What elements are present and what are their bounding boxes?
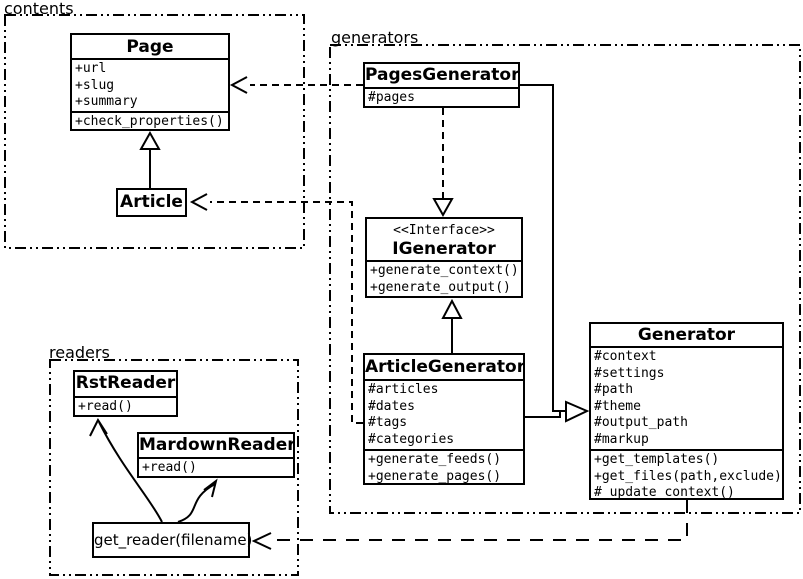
- dependency-articlegenerator-article-line: [210, 201, 363, 424]
- class-box-articlegenerator: ArticleGenerator #articles#dates#tags#ca…: [363, 353, 525, 485]
- arrow-getreader-mardownreader-line: [177, 483, 216, 523]
- class-box-igenerator: <<Interface>> IGenerator +generate_conte…: [365, 217, 523, 298]
- class-title-pagesgenerator: PagesGenerator: [365, 65, 518, 85]
- class-attributes-pagesgenerator: #pages: [365, 86, 518, 106]
- class-title-mardownreader: MardownReader: [139, 435, 293, 455]
- class-box-pagesgenerator: PagesGenerator #pages: [363, 62, 520, 108]
- class-title-igenerator: <<Interface>> IGenerator: [367, 219, 521, 260]
- package-label-readers: readers: [49, 343, 110, 362]
- class-attributes-page: +url+slug+summary: [72, 58, 228, 111]
- member-line: #_update_context(): [594, 485, 735, 498]
- class-methods-generator: +get_templates()+get_files(path,exclude)…: [591, 449, 782, 498]
- member-line: +url: [75, 61, 107, 77]
- class-box-mardownreader: MardownReader +read(): [137, 432, 295, 478]
- class-methods-igenerator: +generate_context()+generate_output(): [367, 260, 521, 296]
- class-name-igenerator: IGenerator: [392, 239, 496, 259]
- class-title-articlegenerator: ArticleGenerator: [365, 357, 523, 377]
- member-line: #tags: [368, 415, 408, 431]
- member-line: #settings: [594, 365, 665, 381]
- member-line: +read(): [142, 460, 197, 476]
- member-line: #markup: [594, 431, 649, 447]
- generalization-pagesgenerator-generator-line: [520, 84, 566, 412]
- member-line: +slug: [75, 77, 115, 93]
- member-line: #path: [594, 382, 634, 398]
- class-box-page: Page +url+slug+summary +check_properties…: [70, 33, 230, 131]
- package-label-generators: generators: [331, 28, 419, 47]
- member-line: #theme: [594, 398, 641, 414]
- class-title-article: Article: [120, 192, 183, 212]
- member-line: +get_templates(): [594, 452, 720, 468]
- class-attributes-generator: #context#settings#path#theme#output_path…: [591, 346, 782, 449]
- class-title-generator: Generator: [637, 325, 736, 345]
- class-box-generator: Generator #context#settings#path#theme#o…: [589, 322, 784, 500]
- member-line: #categories: [368, 431, 455, 447]
- dependency-articlegenerator-article-arrow-icon: [189, 193, 208, 211]
- member-line: +read(): [78, 398, 133, 414]
- member-line: +generate_pages(): [368, 468, 502, 483]
- member-line: #context: [594, 349, 657, 365]
- dependency-pagesgenerator-page-arrow-icon: [229, 76, 248, 94]
- member-line: +get_files(path,exclude): [594, 468, 782, 484]
- member-line: #pages: [368, 89, 415, 105]
- function-box-get-reader: get_reader(filename): [92, 522, 252, 558]
- member-line: #output_path: [594, 415, 688, 431]
- class-methods-rstreader: +read(): [75, 395, 176, 415]
- member-line: +check_properties(): [75, 114, 224, 129]
- class-box-rstreader: RstReader +read(): [73, 370, 178, 417]
- member-line: +generate_output(): [370, 279, 511, 295]
- class-box-article: Article: [116, 188, 187, 217]
- class-title-page: Page: [126, 37, 174, 57]
- class-title-rstreader: RstReader: [75, 373, 176, 393]
- arrow-getreader-rstreader-arrow-icon: [89, 417, 108, 437]
- generalization-articlegenerator-igenerator-triangle-icon: [441, 298, 463, 319]
- class-methods-articlegenerator: +generate_feeds()+generate_pages(): [365, 449, 523, 483]
- generalization-generator-triangle-icon: [565, 400, 590, 423]
- class-attributes-articlegenerator: #articles#dates#tags#categories: [365, 379, 523, 449]
- class-stereotype-igenerator: <<Interface>>: [393, 223, 495, 238]
- realization-pagesgenerator-igenerator-triangle-icon: [432, 198, 454, 218]
- member-line: +generate_feeds(): [368, 452, 502, 468]
- class-methods-page: +check_properties(): [72, 111, 228, 129]
- dependency-generator-getreader-line: [273, 500, 688, 541]
- member-line: #articles: [368, 382, 439, 398]
- member-line: +summary: [75, 94, 138, 110]
- arrow-getreader-mardownreader-arrow-icon: [203, 478, 218, 498]
- member-line: +generate_context(): [370, 263, 519, 278]
- generalization-articlegenerator-generator-line: [525, 411, 561, 418]
- package-label-contents: contents: [4, 0, 74, 18]
- class-methods-mardownreader: +read(): [139, 457, 293, 476]
- generalization-article-page-triangle-icon: [139, 130, 161, 150]
- dependency-generator-getreader-arrow-icon: [251, 532, 272, 550]
- member-line: #dates: [368, 398, 415, 414]
